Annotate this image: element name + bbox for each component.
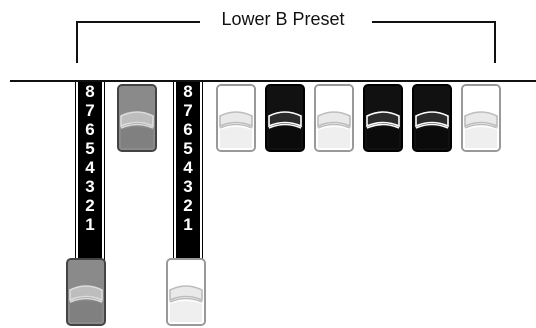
scale-number: 8 bbox=[85, 82, 95, 101]
drawbar-3-scale: 8 7 6 5 4 3 2 1 bbox=[174, 82, 202, 262]
drawbar-5-knob[interactable] bbox=[265, 84, 305, 152]
bracket-top-right bbox=[372, 21, 496, 23]
drawbar-3-knob[interactable] bbox=[166, 258, 206, 326]
drawbar-1-scale: 8 7 6 5 4 3 2 1 bbox=[76, 82, 104, 262]
drawbar-knob-face bbox=[218, 86, 254, 150]
bracket-left-leg bbox=[76, 21, 78, 63]
scale-number: 7 bbox=[85, 101, 95, 120]
drawbar-6-knob[interactable] bbox=[314, 84, 354, 152]
drawbar-9-knob[interactable] bbox=[461, 84, 501, 152]
scale-number: 2 bbox=[183, 196, 193, 215]
scale-number: 5 bbox=[85, 139, 95, 158]
scale-number: 7 bbox=[183, 101, 193, 120]
scale-number: 3 bbox=[85, 177, 95, 196]
scale-number: 4 bbox=[183, 158, 193, 177]
scale-number: 6 bbox=[85, 120, 95, 139]
drawbar-8-knob[interactable] bbox=[412, 84, 452, 152]
scale-number: 6 bbox=[183, 120, 193, 139]
drawbar-knob-face bbox=[267, 86, 303, 150]
drawbar-1-knob[interactable] bbox=[66, 258, 106, 326]
scale-number: 4 bbox=[85, 158, 95, 177]
scale-number: 1 bbox=[183, 215, 193, 234]
bracket-top-left bbox=[76, 21, 200, 23]
scale-number: 3 bbox=[183, 177, 193, 196]
panel-edge bbox=[10, 80, 536, 82]
scale-number: 5 bbox=[183, 139, 193, 158]
drawbar-knob-face bbox=[414, 86, 450, 150]
drawbar-4-knob[interactable] bbox=[216, 84, 256, 152]
preset-title: Lower B Preset bbox=[200, 8, 366, 30]
scale-number: 1 bbox=[85, 215, 95, 234]
drawbar-knob-face bbox=[365, 86, 401, 150]
bracket-right-leg bbox=[494, 21, 496, 63]
drawbar-knob-face bbox=[463, 86, 499, 150]
drawbar-7-knob[interactable] bbox=[363, 84, 403, 152]
scale-number: 8 bbox=[183, 82, 193, 101]
drawbar-2-knob[interactable] bbox=[117, 84, 157, 152]
drawbar-knob-face bbox=[168, 260, 204, 324]
drawbar-knob-face bbox=[68, 260, 104, 324]
scale-number: 2 bbox=[85, 196, 95, 215]
drawbar-knob-face bbox=[119, 86, 155, 150]
drawbar-knob-face bbox=[316, 86, 352, 150]
